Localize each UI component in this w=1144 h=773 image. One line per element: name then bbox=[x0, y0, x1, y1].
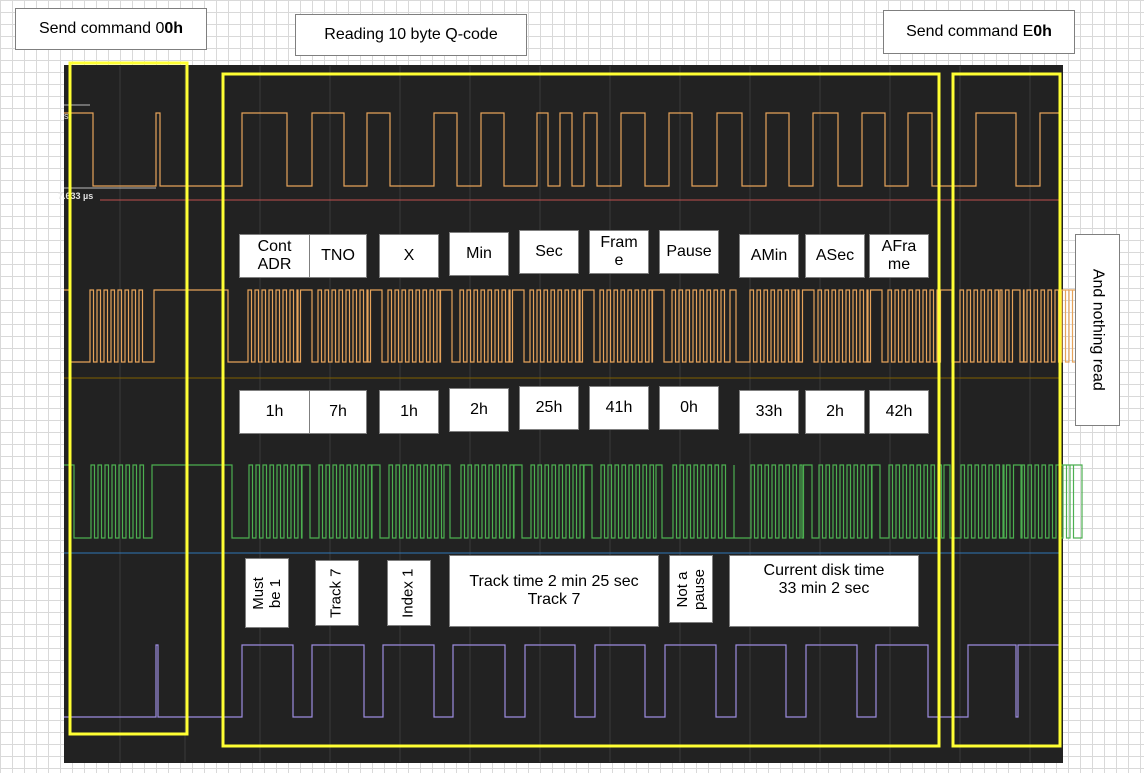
field-aframe: AFra me bbox=[869, 234, 929, 278]
value-asec-text: 2h bbox=[826, 403, 844, 421]
field-min-text: Min bbox=[466, 245, 492, 263]
meaning-index-1-text: Index 1 bbox=[399, 568, 417, 618]
channel-1-trace bbox=[64, 112, 1060, 187]
meaning-disk-time: Current disk time 33 min 2 sec bbox=[729, 555, 919, 627]
value-cont-adr: 1h bbox=[239, 390, 310, 434]
value-asec: 2h bbox=[805, 390, 865, 434]
meaning-must-be-1-text: Must be 1 bbox=[249, 576, 283, 610]
highlight-send-command-e0h bbox=[951, 72, 1062, 748]
field-asec: ASec bbox=[805, 234, 865, 278]
field-pause-text: Pause bbox=[666, 243, 712, 261]
field-tno: TNO bbox=[309, 234, 367, 278]
and-nothing-read-text: And nothing read bbox=[1089, 269, 1107, 391]
field-pause: Pause bbox=[659, 230, 719, 274]
value-tno-text: 7h bbox=[329, 403, 347, 421]
label-reading-q-code: Reading 10 byte Q-code bbox=[295, 14, 527, 56]
field-frame-text: Fram e bbox=[600, 234, 638, 269]
value-frame: 41h bbox=[589, 386, 649, 430]
value-amin: 33h bbox=[739, 390, 799, 434]
field-aframe-text: AFra me bbox=[881, 238, 917, 273]
field-x-text: X bbox=[403, 247, 415, 265]
value-min: 2h bbox=[449, 388, 509, 432]
field-amin-text: AMin bbox=[750, 247, 788, 265]
highlight-send-command-00h bbox=[68, 61, 189, 736]
value-frame-text: 41h bbox=[605, 399, 633, 417]
meaning-track-time: Track time 2 min 25 sec Track 7 bbox=[449, 555, 659, 627]
field-cont-adr-text: Cont ADR bbox=[257, 238, 292, 273]
meaning-index-1: Index 1 bbox=[387, 560, 431, 626]
field-cont-adr: Cont ADR bbox=[239, 234, 310, 278]
value-min-text: 2h bbox=[470, 401, 488, 419]
value-x: 1h bbox=[379, 390, 439, 434]
reading-q-code-text: Reading 10 byte Q-code bbox=[324, 26, 498, 44]
highlight-reading-q-code bbox=[221, 72, 941, 748]
cursor-label-2: 7.633 µs bbox=[58, 191, 93, 201]
cursor-label-1: s bbox=[64, 111, 69, 121]
meaning-track-7: Track 7 bbox=[315, 560, 359, 626]
meaning-disk-time-text: Current disk time 33 min 2 sec bbox=[763, 562, 885, 597]
value-aframe: 42h bbox=[869, 390, 929, 434]
meaning-track-7-text: Track 7 bbox=[327, 568, 345, 618]
value-x-text: 1h bbox=[400, 403, 418, 421]
label-and-nothing-read: And nothing read bbox=[1075, 234, 1120, 426]
send-command-2-prefix: Send command E bbox=[906, 23, 1034, 41]
field-tno-text: TNO bbox=[321, 247, 355, 265]
field-frame: Fram e bbox=[589, 230, 649, 274]
value-aframe-text: 42h bbox=[885, 403, 913, 421]
channel-2-trace bbox=[64, 289, 1085, 363]
channel-4-trace bbox=[64, 644, 1060, 718]
value-pause: 0h bbox=[659, 386, 719, 430]
value-sec-text: 25h bbox=[535, 399, 563, 417]
meaning-track-time-text: Track time 2 min 25 sec Track 7 bbox=[469, 573, 639, 608]
meaning-must-be-1: Must be 1 bbox=[245, 558, 289, 628]
field-asec-text: ASec bbox=[815, 247, 855, 265]
value-amin-text: 33h bbox=[755, 403, 783, 421]
field-min: Min bbox=[449, 232, 509, 276]
value-tno: 7h bbox=[309, 390, 367, 434]
value-pause-text: 0h bbox=[680, 399, 698, 417]
field-sec-text: Sec bbox=[535, 243, 563, 261]
meaning-not-a-pause: Not a pause bbox=[669, 555, 713, 623]
send-command-1-bold: 0h bbox=[164, 20, 184, 38]
meaning-not-a-pause-text: Not a pause bbox=[673, 568, 708, 610]
field-amin: AMin bbox=[739, 234, 799, 278]
value-cont-adr-text: 1h bbox=[265, 403, 284, 421]
field-x: X bbox=[379, 234, 439, 278]
field-sec: Sec bbox=[519, 230, 579, 274]
send-command-1-prefix: Send command 0 bbox=[38, 20, 165, 38]
value-sec: 25h bbox=[519, 386, 579, 430]
send-command-2-bold: 0h bbox=[1033, 23, 1052, 41]
